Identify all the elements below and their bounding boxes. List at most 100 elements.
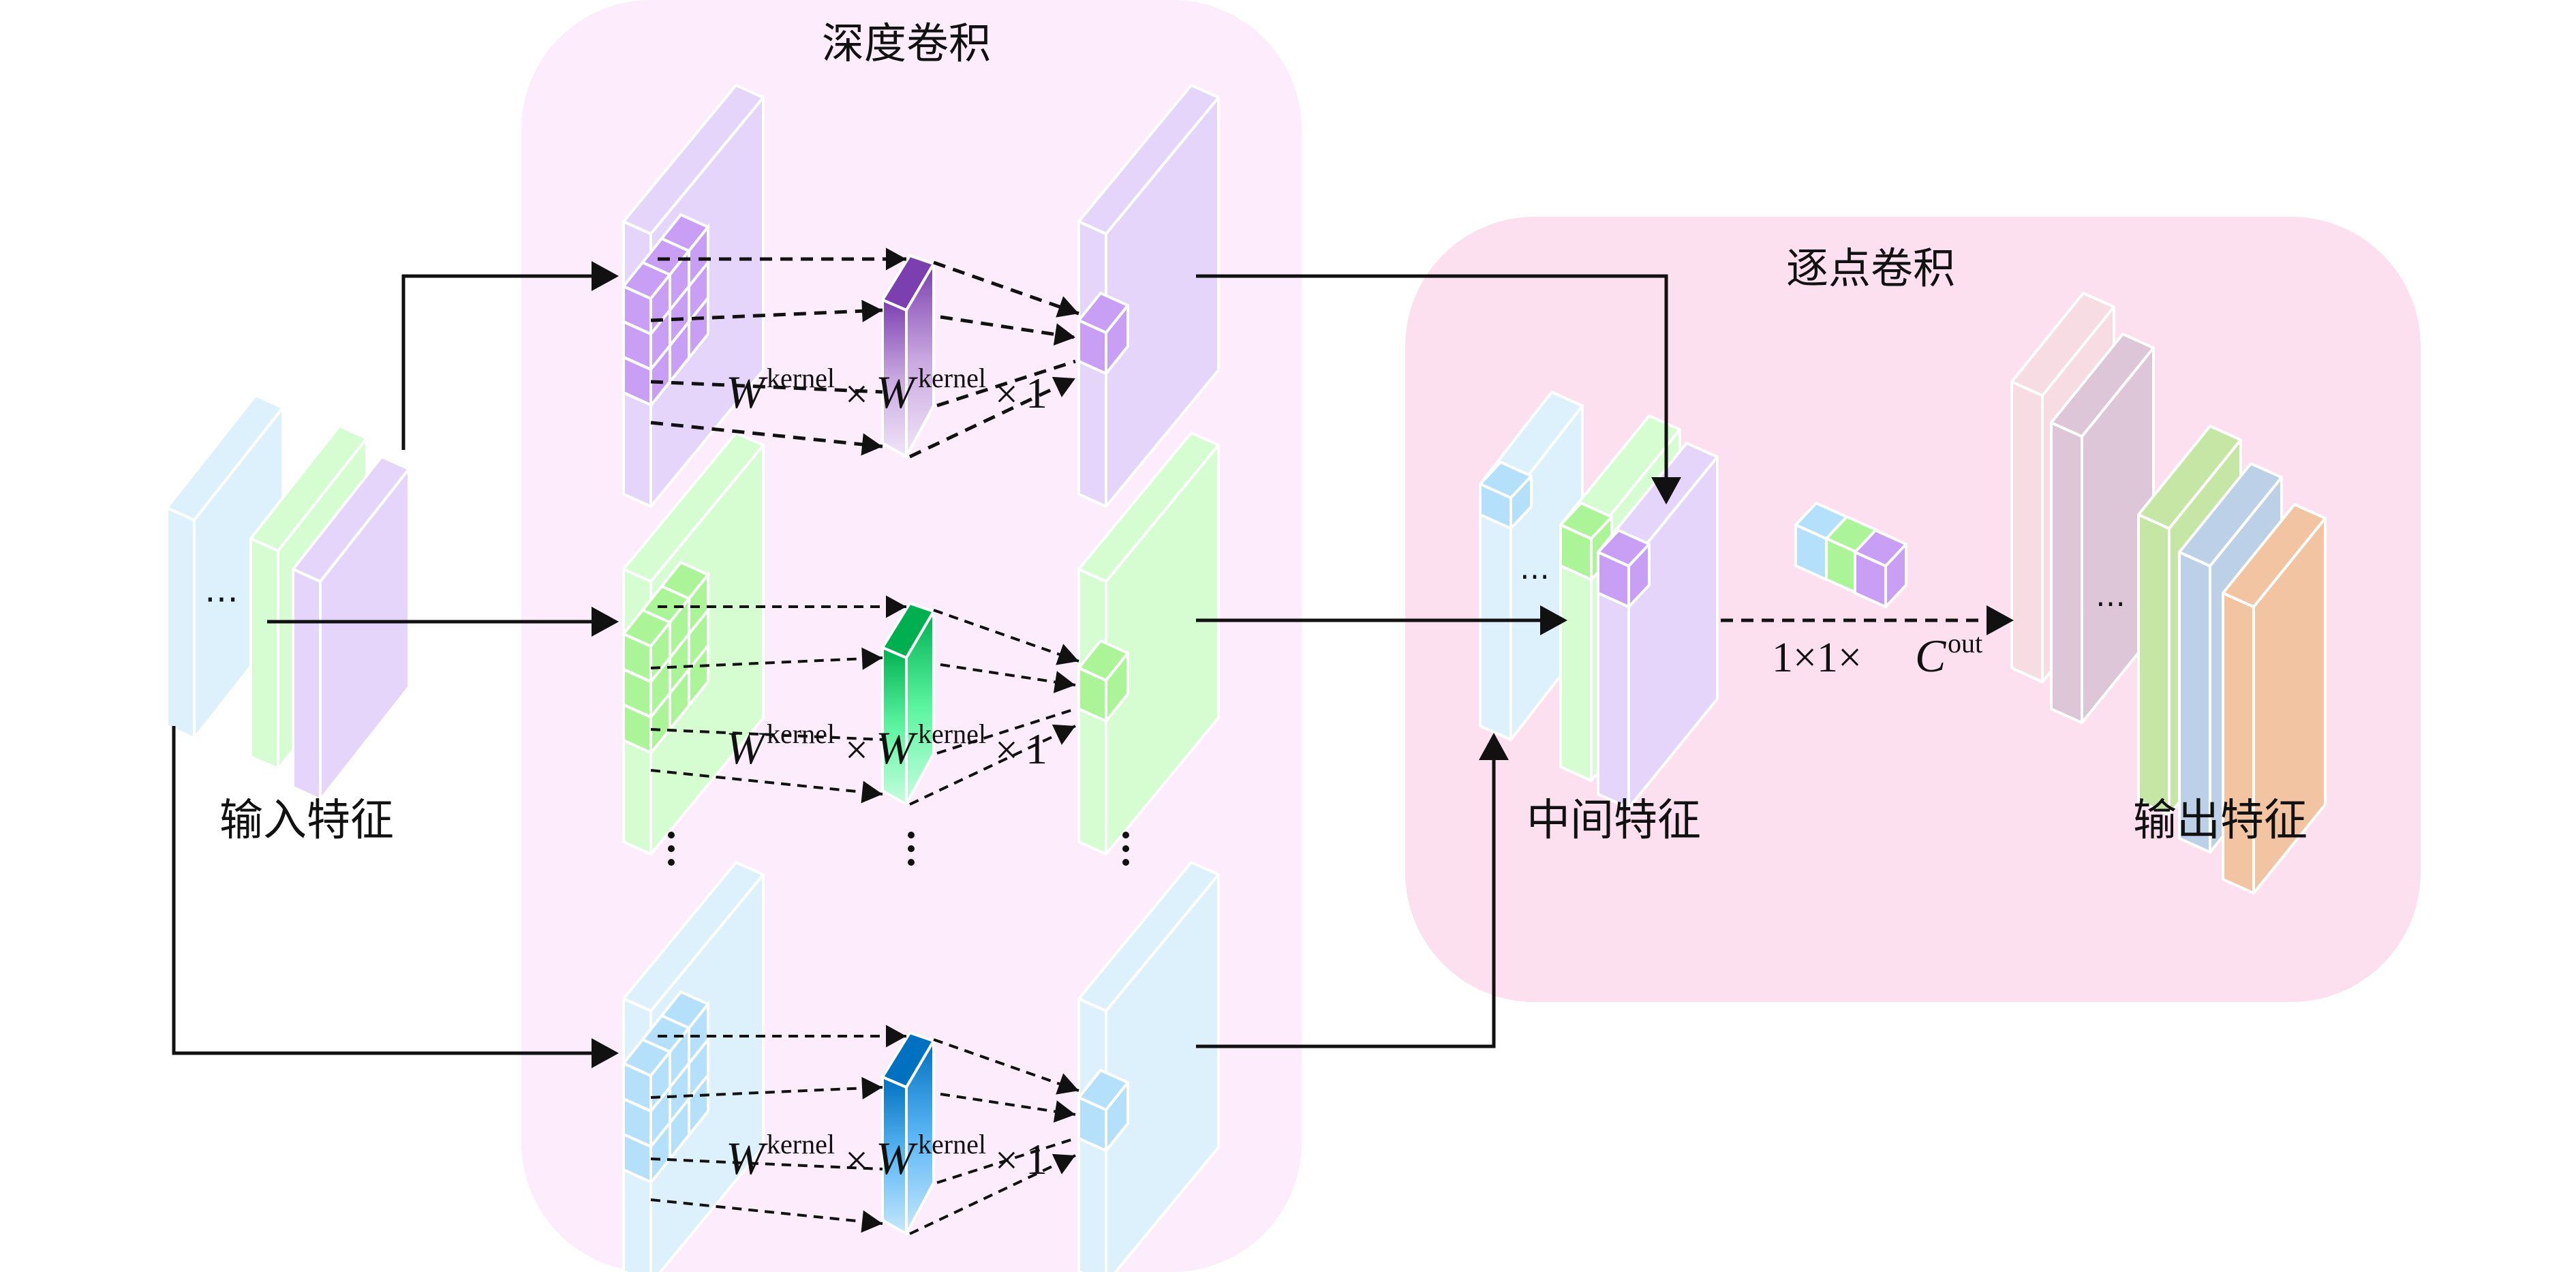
- arrow-head: [1987, 605, 2014, 635]
- svg-text:×: ×: [995, 1138, 1018, 1183]
- svg-text:W: W: [876, 1132, 918, 1184]
- dw-dashed-arrow-out-green: [909, 725, 1076, 806]
- svg-text:1: 1: [1026, 369, 1047, 417]
- arrow-head: [886, 1025, 906, 1048]
- arrow-head: [1056, 296, 1079, 318]
- mid-ellipsis: ⋯: [1520, 559, 1550, 594]
- arrow-head: [592, 607, 619, 637]
- svg-text:×: ×: [995, 727, 1018, 772]
- arrow-head: [1540, 605, 1567, 635]
- svg-text:×: ×: [995, 372, 1018, 417]
- svg-text:×: ×: [845, 372, 868, 417]
- arrow-head: [1052, 376, 1075, 397]
- dw-dashed-arrow-purple: [650, 421, 883, 449]
- svg-text:kernel: kernel: [918, 718, 986, 749]
- arrow-input-to-row3: [172, 726, 593, 1055]
- dw-dashed-arrow-green: [650, 728, 883, 741]
- svg-text:1: 1: [1026, 725, 1047, 773]
- dw-dashed-arrow-out-purple: [933, 260, 1079, 316]
- arrow-head: [861, 1076, 883, 1100]
- arrow-head: [861, 781, 883, 804]
- svg-text:W: W: [876, 722, 918, 774]
- dw-dashed-arrow-green: [650, 656, 883, 669]
- svg-text:kernel: kernel: [767, 363, 835, 393]
- pointwise-kernel-label: 1×1× C out: [1772, 628, 1982, 682]
- arrow-head: [1053, 671, 1075, 693]
- dw-dashed-arrow-out-green: [940, 663, 1076, 686]
- svg-text:1: 1: [1026, 1135, 1047, 1183]
- arrow-head: [592, 261, 619, 291]
- arrow-head: [592, 1038, 619, 1068]
- arrow-head: [1651, 477, 1681, 504]
- svg-text:1×1×: 1×1×: [1772, 635, 1862, 681]
- dw-output-cell-blue: [1077, 1069, 1129, 1152]
- svg-text:kernel: kernel: [918, 1129, 986, 1160]
- svg-text:C: C: [1915, 630, 1946, 682]
- arrow-head: [1479, 733, 1509, 760]
- input-channel-blue: [166, 394, 284, 740]
- intermediate-features-label: 中间特征: [1527, 796, 1701, 846]
- dw-dashed-arrow-out-green: [933, 609, 1079, 663]
- pointwise-title: 逐点卷积: [1786, 243, 1955, 293]
- arrow-head: [861, 1210, 883, 1233]
- dw-dashed-arrow-green: [650, 769, 883, 796]
- output-features-label: 输出特征: [2133, 796, 2307, 846]
- kernel-size-label-row1: W kernel × W kernel × 1: [726, 363, 1047, 418]
- out-ellipsis: ⋯: [2096, 586, 2126, 621]
- dw-dashed-arrow-purple: [650, 308, 883, 322]
- dw-dashed-arrow-out-blue: [933, 1038, 1079, 1092]
- arrow-head: [1052, 1153, 1075, 1175]
- dw-dashed-arrow-out-purple: [908, 376, 1077, 459]
- pw-kernel-purple: [1854, 529, 1907, 609]
- vdots-row: [668, 832, 1129, 866]
- svg-text:W: W: [726, 722, 768, 774]
- svg-text:W: W: [876, 366, 918, 418]
- arrow-head: [886, 595, 906, 618]
- arrow-head: [1056, 1073, 1079, 1095]
- arrow-head: [1053, 1100, 1075, 1123]
- out-channel-mauve: [2050, 333, 2155, 725]
- dw-output-cell-purple: [1077, 292, 1129, 375]
- svg-text:×: ×: [845, 1138, 868, 1183]
- dw-kernel-front-purple: [881, 297, 908, 459]
- input-channel-purple: [292, 455, 410, 801]
- svg-text:W: W: [726, 1132, 768, 1184]
- svg-text:out: out: [1948, 628, 1982, 658]
- arrow-head: [861, 299, 883, 322]
- kernel-size-label-row3: W kernel × W kernel × 1: [726, 1129, 1047, 1184]
- svg-text:W: W: [726, 366, 768, 418]
- arrow-head: [1053, 323, 1075, 346]
- dw-dashed-arrow-blue: [650, 1198, 883, 1225]
- arrow-head: [861, 647, 883, 670]
- out-channel-orange: [2222, 503, 2327, 895]
- arrow-head: [1052, 724, 1075, 745]
- arrow-input-to-row1: [401, 274, 593, 450]
- kernel-size-label-row2: W kernel × W kernel × 1: [726, 718, 1047, 774]
- dw-output-cell-green: [1077, 639, 1129, 723]
- dw-dashed-arrow-out-purple: [936, 359, 1076, 408]
- mid-cell-purple: [1597, 529, 1651, 609]
- dw-kernel-front-blue: [881, 1074, 908, 1237]
- mid-cell-green: [1559, 502, 1613, 581]
- dw-dashed-arrow-purple: [650, 380, 883, 394]
- arrow-head: [1056, 643, 1079, 665]
- arrow-row3-to-mid: [1196, 760, 1496, 1048]
- svg-text:kernel: kernel: [767, 1129, 835, 1160]
- svg-text:kernel: kernel: [918, 363, 986, 393]
- svg-text:×: ×: [845, 727, 868, 772]
- dw-dashed-arrow-out-blue: [909, 1154, 1076, 1235]
- arrow-row1-to-mid: [1196, 274, 1668, 477]
- dw-dashed-arrow-out-green: [936, 708, 1076, 755]
- input-ellipsis: ⋯: [204, 579, 239, 618]
- dw-dashed-arrow-out-purple: [940, 315, 1076, 339]
- dw-dashed-arrow-out-blue: [940, 1093, 1076, 1116]
- svg-text:kernel: kernel: [767, 718, 835, 749]
- arrow-head: [886, 247, 906, 271]
- input-features-label: 输入特征: [219, 796, 394, 846]
- depthwise-title: 深度卷积: [822, 18, 991, 68]
- dw-dashed-arrow-blue: [650, 1157, 883, 1170]
- arrow-head: [861, 433, 883, 456]
- dw-dashed-arrow-blue: [650, 1086, 883, 1099]
- mid-cell-blue: [1479, 461, 1533, 530]
